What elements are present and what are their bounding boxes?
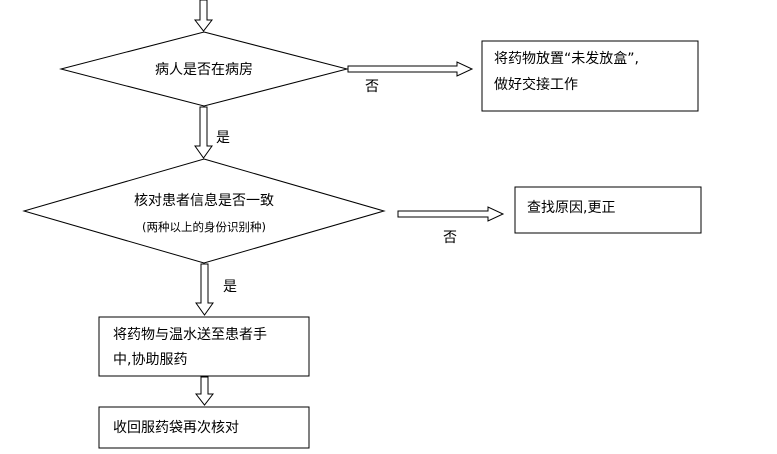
box-patient-absent-line1: 将药物放置“未发放盒”, [494,50,639,67]
box-info-mismatch-label: 查找原因,更正 [527,200,615,216]
yes-label-2: 是 [223,279,237,295]
decision-info-match-line1: 核对患者信息是否一致 [134,192,274,209]
decision-info-match [22,158,386,264]
decision-info-match-line2: (两种以上的身份识别种) [142,220,266,234]
decision-patient-in-room [59,31,349,107]
box-collect-bag [98,406,310,449]
box-give-medication-line2: 中,协助服药 [113,352,187,368]
no-label-1: 否 [365,79,379,95]
box-give-medication [98,316,310,377]
arrow-yes-2 [195,263,214,316]
yes-label-1: 是 [216,130,230,146]
arrow-yes-1 [194,106,213,159]
box-patient-absent-line2: 做好交接工作 [494,76,578,93]
arrow-entry [193,0,214,32]
arrow-no-2 [397,206,505,222]
box-collect-bag-label: 收回服药袋再次核对 [113,420,239,436]
box-give-medication-line1: 将药物与温水送至患者手 [113,327,267,343]
arrow-no-1 [347,61,474,77]
no-label-2: 否 [443,230,457,246]
box-info-mismatch [514,186,702,234]
box-patient-absent [481,40,699,112]
arrow-to-collect [194,376,215,406]
decision-patient-in-room-label: 病人是否在病房 [155,62,253,78]
